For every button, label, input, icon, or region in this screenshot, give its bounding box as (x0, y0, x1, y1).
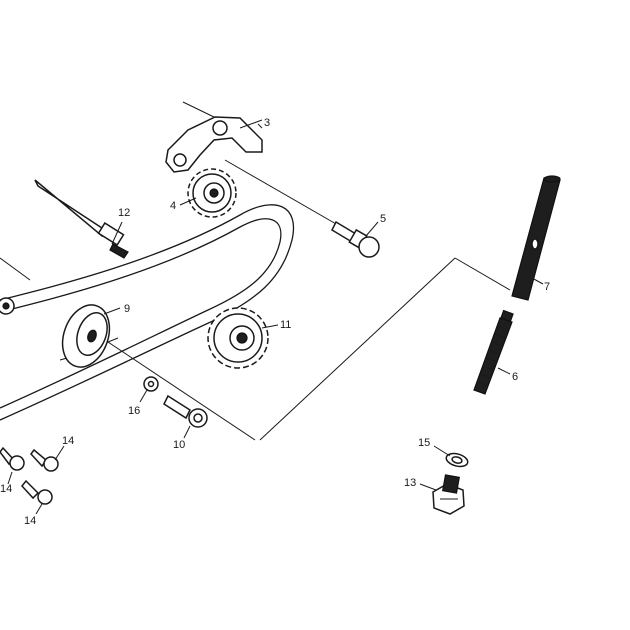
callout-14-c: 14 (24, 515, 36, 527)
part-11-sprocket[interactable] (207, 307, 269, 369)
callout-leaders (7, 119, 544, 515)
callout-3: 3 (264, 117, 270, 129)
callout-15: 15 (418, 437, 430, 449)
part-16-washer[interactable] (143, 376, 159, 392)
part-14-screw-a[interactable] (0, 446, 25, 471)
part-6-spring[interactable] (473, 309, 514, 395)
part-13-plug[interactable] (432, 474, 465, 515)
callout-10: 10 (173, 439, 185, 451)
part-12-shaft[interactable] (34, 179, 129, 259)
callout-5: 5 (380, 213, 386, 225)
chain-pin-left (0, 297, 15, 315)
part-4-sprocket[interactable] (187, 168, 237, 218)
part-9-roller[interactable] (54, 298, 117, 373)
callout-16: 16 (128, 405, 140, 417)
part-3-bracket[interactable] (165, 116, 263, 173)
part-7-pin[interactable] (511, 175, 561, 301)
part-5-bolt[interactable] (331, 220, 380, 258)
callout-14-a: 14 (62, 435, 74, 447)
callout-13: 13 (404, 477, 416, 489)
callout-14-b: 14 (0, 483, 12, 495)
callout-11: 11 (280, 319, 291, 331)
part-15-washer[interactable] (445, 451, 469, 468)
callout-12: 12 (118, 207, 130, 219)
part-10-bolt[interactable] (163, 394, 208, 428)
part-14-screw-b[interactable] (30, 448, 59, 472)
callout-7: 7 (544, 281, 550, 293)
callout-6: 6 (512, 371, 518, 383)
guide-lines (0, 101, 511, 441)
callout-4: 4 (170, 200, 176, 212)
callout-labels: 3 4 5 7 6 9 12 11 16 10 14 14 14 15 13 (0, 117, 550, 527)
callout-9: 9 (124, 303, 130, 315)
part-14-screw-c[interactable] (21, 479, 53, 505)
